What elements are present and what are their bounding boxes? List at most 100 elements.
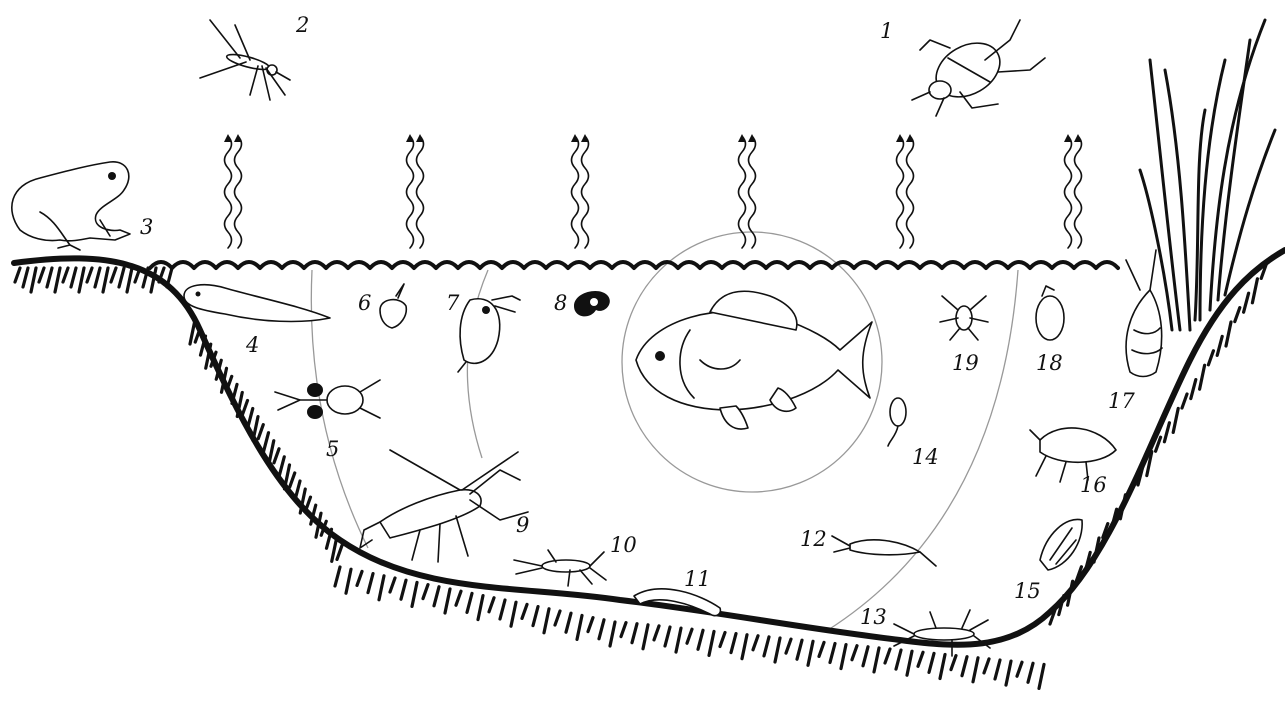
hatch-stroke	[467, 593, 472, 612]
evaporation-line	[897, 136, 904, 248]
hatch-stroke	[1164, 423, 1169, 442]
hatch-stroke	[103, 268, 108, 292]
hatch-stroke	[632, 624, 637, 643]
hatch-stroke	[412, 582, 417, 606]
label-4: 4	[245, 333, 259, 357]
frog-icon	[12, 162, 130, 250]
copepod-icon	[275, 380, 380, 419]
hatch-stroke	[841, 645, 846, 669]
hatch-stroke	[478, 596, 483, 620]
hatch-stroke	[885, 649, 890, 663]
isopod-icon	[1040, 519, 1082, 570]
zone-boundaries	[311, 232, 1018, 630]
hatch-stroke	[995, 660, 1000, 679]
hatch-stroke	[127, 268, 132, 292]
hatch-stroke	[599, 620, 604, 639]
hatch-stroke	[258, 425, 263, 439]
hatch-stroke	[753, 636, 758, 650]
label-5: 5	[326, 437, 339, 461]
arrow-head-icon	[1064, 134, 1072, 142]
hatch-stroke	[775, 638, 780, 662]
hatch-stroke	[489, 598, 494, 612]
hatch-stroke	[243, 401, 248, 415]
arrow-head-icon	[581, 134, 589, 142]
hatch-stroke	[445, 589, 450, 613]
hatch-stroke	[335, 567, 340, 586]
hatch-stroke	[533, 607, 538, 626]
hatch-stroke	[1028, 663, 1033, 682]
hatch-stroke	[357, 571, 362, 585]
hatch-stroke	[577, 615, 582, 639]
hatch-stroke	[1006, 661, 1011, 685]
hatch-stroke	[23, 268, 28, 287]
hatch-stroke	[456, 591, 461, 605]
fish-icon	[636, 291, 872, 429]
hatch-stroke	[39, 268, 44, 282]
water-surface	[150, 262, 1118, 268]
evaporation-line	[739, 136, 746, 248]
hatch-stroke	[87, 268, 92, 282]
hatch-stroke	[279, 457, 284, 476]
hatch-stroke	[337, 545, 342, 559]
hatch-stroke	[1191, 380, 1196, 399]
hatch-stroke	[918, 652, 923, 666]
water-beetle-icon	[912, 20, 1045, 116]
hatch-stroke	[1039, 664, 1044, 688]
arrow-head-icon	[738, 134, 746, 142]
hatch-stroke	[951, 656, 956, 670]
hatch-stroke	[709, 631, 714, 655]
evaporation-line	[572, 136, 579, 248]
arrow-head-icon	[234, 134, 242, 142]
hatch-stroke	[665, 627, 670, 646]
evaporation-line	[417, 136, 424, 248]
hatch-stroke	[264, 433, 269, 452]
hatch-stroke	[31, 268, 36, 292]
label-17: 17	[1108, 389, 1135, 413]
protozoan-icon	[888, 398, 906, 446]
evaporation-line	[749, 136, 756, 248]
nauplius-icon	[940, 296, 988, 340]
hatch-stroke	[588, 618, 593, 632]
hatch-stroke	[786, 639, 791, 653]
evaporation-line	[235, 136, 242, 248]
hatch-stroke	[1208, 351, 1213, 365]
hatch-stroke	[401, 580, 406, 599]
pond-basin	[14, 250, 1285, 688]
hatch-stroke	[984, 659, 989, 673]
evaporation-line	[907, 136, 914, 248]
hatch-stroke	[522, 604, 527, 618]
label-15: 15	[1014, 579, 1041, 603]
evaporation-line	[582, 136, 589, 248]
ground-hatching	[15, 264, 1266, 688]
evaporation-line	[225, 136, 232, 248]
hatch-stroke	[929, 653, 934, 672]
hatch-stroke	[698, 630, 703, 649]
arrow-head-icon	[1074, 134, 1082, 142]
hatch-stroke	[610, 622, 615, 646]
tadpole-icon	[184, 285, 330, 322]
hatch-stroke	[346, 569, 351, 593]
hatch-stroke	[500, 600, 505, 619]
label-6: 6	[358, 291, 371, 315]
hatch-stroke	[566, 613, 571, 632]
arrow-head-icon	[896, 134, 904, 142]
crayfish-icon	[360, 450, 528, 562]
hatch-stroke	[687, 629, 692, 643]
label-10: 10	[610, 533, 637, 557]
bivalve-icon	[1036, 286, 1064, 340]
label-9: 9	[516, 513, 529, 537]
arrow-head-icon	[748, 134, 756, 142]
mayfly-larva-icon	[894, 610, 990, 656]
hatch-stroke	[15, 268, 20, 282]
hatch-stroke	[962, 657, 967, 676]
hatch-stroke	[390, 578, 395, 592]
label-16: 16	[1080, 473, 1107, 497]
label-1: 1	[880, 19, 893, 43]
hatch-stroke	[1017, 662, 1022, 676]
mysid-shrimp-icon	[832, 536, 936, 566]
hatch-stroke	[819, 642, 824, 656]
label-19: 19	[952, 351, 979, 375]
daphnia-icon	[458, 296, 520, 372]
evaporation-line	[1065, 136, 1072, 248]
